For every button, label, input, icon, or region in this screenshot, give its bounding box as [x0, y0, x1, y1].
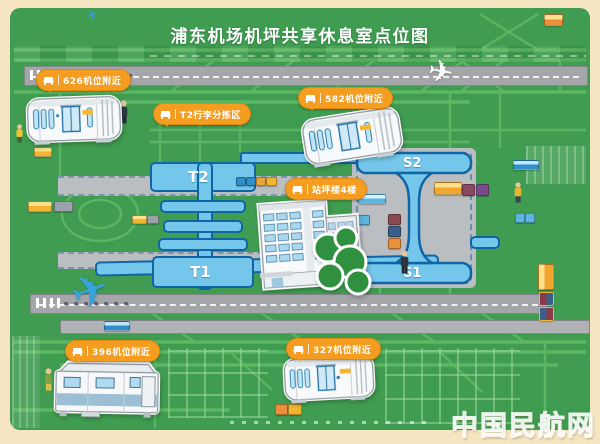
- terminal-t2-label: T2: [188, 168, 209, 186]
- grass-band: [14, 46, 586, 62]
- runway-threshold: [36, 298, 60, 308]
- apron-bus: [538, 264, 554, 290]
- person-figure: [16, 124, 23, 143]
- location-label-582: 582机位附近: [298, 87, 394, 111]
- service-cart: [266, 177, 277, 186]
- stand-dash-row: [230, 421, 430, 424]
- service-cart: [525, 213, 535, 223]
- terminal-pier: [158, 238, 248, 251]
- hatch-area-left: [12, 336, 40, 428]
- service-cart: [132, 215, 147, 224]
- lounge-icon: [72, 347, 83, 356]
- parallel-taxiway-strip: [60, 320, 590, 334]
- location-label-text: 582机位附近: [325, 94, 384, 105]
- location-label-text: T2行李分拣区: [180, 110, 241, 121]
- airplane-icon: ✈: [425, 53, 457, 92]
- location-label-text: 626机位附近: [63, 76, 122, 87]
- service-cart: [236, 177, 246, 186]
- baggage-cart: [476, 184, 489, 196]
- lounge-icon: [293, 345, 304, 354]
- location-label-t2-baggage: T2行李分拣区: [153, 103, 251, 127]
- location-label-396: 396机位附近: [65, 340, 161, 364]
- service-cart: [34, 147, 52, 157]
- baggage-cart: [539, 307, 554, 321]
- lounge-cabin: [53, 360, 161, 418]
- service-cart: [544, 14, 563, 26]
- tree-icon: [312, 225, 372, 296]
- baggage-cart: [388, 214, 401, 225]
- location-label-626: 626机位附近: [36, 69, 132, 93]
- service-truck: [147, 215, 159, 224]
- location-label-text: 站坪楼4楼: [312, 185, 357, 196]
- person-figure: [400, 250, 409, 274]
- lounge-icon: [160, 110, 171, 119]
- location-label-text: 327机位附近: [313, 345, 372, 356]
- terminal-pier: [160, 200, 246, 213]
- shuttle-bus: [104, 321, 130, 331]
- baggage-cart: [539, 292, 554, 306]
- location-label-text: 396机位附近: [92, 347, 151, 358]
- apron-bus: [434, 182, 462, 195]
- baggage-cart: [275, 404, 288, 415]
- satellite-s2-label: S2: [403, 156, 422, 171]
- baggage-cart: [388, 238, 401, 249]
- lounge-icon: [305, 94, 316, 103]
- service-truck: [54, 201, 73, 212]
- page-title: 浦东机场机坪共享休息室点位图: [170, 27, 430, 47]
- location-label-apron-bldg: 站坪楼4楼: [285, 178, 367, 202]
- terminal-t1-label: T1: [190, 263, 211, 281]
- lounge-icon: [292, 185, 303, 194]
- shuttle-bus: [28, 201, 52, 212]
- location-label-327: 327机位附近: [286, 338, 382, 362]
- shuttle-bus: [513, 160, 539, 170]
- terminal-pier: [163, 220, 243, 233]
- baggage-cart: [288, 404, 302, 415]
- baggage-cart: [462, 184, 475, 196]
- watermark-text: 中国民航网: [451, 411, 596, 443]
- service-cart: [515, 213, 525, 223]
- service-cart: [246, 177, 256, 186]
- parking-grid: [168, 348, 268, 418]
- lounge-icon: [43, 76, 54, 85]
- lounge-container: [25, 94, 123, 145]
- service-cart: [256, 177, 266, 186]
- baggage-cart: [388, 226, 401, 237]
- person-figure: [514, 182, 522, 203]
